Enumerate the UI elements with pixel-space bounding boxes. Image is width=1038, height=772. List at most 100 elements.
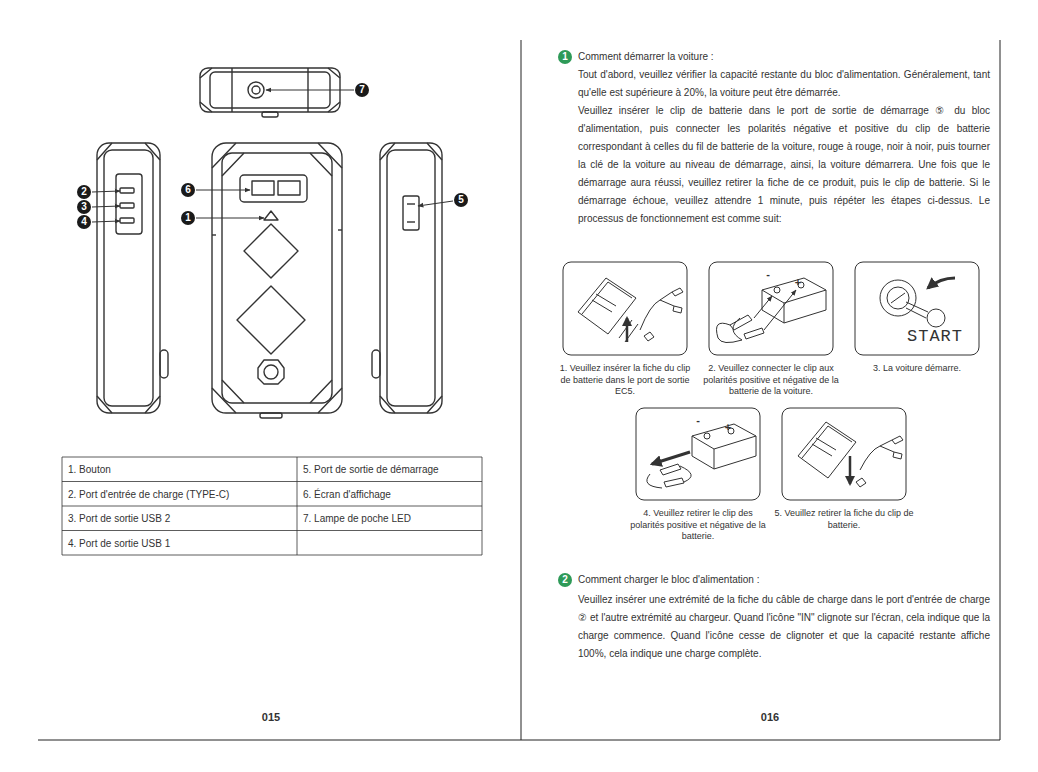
page-rules-part <box>1000 40 1001 740</box>
device-front-view-part <box>212 143 342 413</box>
device-left-side-part <box>116 174 142 234</box>
step5-illustration-part <box>849 456 852 484</box>
table-cell: 4. Port de sortie USB 1 <box>68 537 293 551</box>
polarity-sign: - <box>693 413 703 428</box>
ignition-text: START <box>895 326 975 349</box>
step-panels-part <box>563 262 687 355</box>
leader-lines-part <box>196 190 250 191</box>
step-caption: 5. Veuillez retirer la fiche du clip de … <box>774 508 914 531</box>
device-front-view-part <box>278 181 300 195</box>
parts-table <box>62 457 482 555</box>
table-cell: 6. Écran d'affichage <box>303 488 479 502</box>
leader-lines-part <box>418 201 453 206</box>
step1-illustration-part <box>672 288 683 313</box>
callout-number: 2 <box>77 185 91 199</box>
step2-illustration-part <box>762 290 826 323</box>
section-heading: Comment charger le bloc d'alimentation : <box>578 573 978 587</box>
device-front-view-part <box>237 286 305 354</box>
device-right-side <box>372 143 442 413</box>
leader-lines-part <box>196 218 264 219</box>
leader-lines <box>92 90 453 222</box>
step2-illustration <box>717 278 827 343</box>
device-right-side-part <box>380 143 442 413</box>
step1-illustration-part <box>644 332 654 341</box>
step3-illustration-part <box>928 278 955 288</box>
number-text: 1 <box>185 213 191 223</box>
polarity-sign: + <box>722 420 734 435</box>
step4-illustration-part <box>680 466 691 482</box>
device-top-view <box>200 68 340 117</box>
step-caption: 3. La voiture démarre. <box>847 363 987 375</box>
device-left-side-part <box>120 203 134 208</box>
step-number: 2 <box>558 573 572 587</box>
device-left-side <box>97 143 168 413</box>
step5-illustration <box>798 422 903 487</box>
callout-number: 4 <box>77 215 91 229</box>
device-front-view-part <box>252 181 274 195</box>
device-top-view-part <box>252 86 260 94</box>
step4-illustration-part <box>652 452 690 464</box>
step5-illustration-part <box>892 436 903 459</box>
step-caption: 1. Veuillez insérer la fiche du clip de … <box>555 363 695 398</box>
parts-table-part <box>62 506 482 507</box>
step3-illustration-part <box>891 293 905 303</box>
device-front-view-part <box>212 234 216 235</box>
step3-illustration <box>880 278 955 327</box>
polarity-sign: - <box>763 267 773 282</box>
step-caption: 4. Veuillez retirer le clip des polarité… <box>626 508 770 543</box>
parts-table-part <box>62 481 482 482</box>
polarity-sign: + <box>792 275 804 290</box>
parts-table-part <box>62 457 482 555</box>
device-right-side-part <box>387 150 435 406</box>
device-front-view-part <box>264 365 278 379</box>
number-text: 4 <box>81 217 87 227</box>
step-panels-part <box>636 408 760 500</box>
step2-illustration-part <box>764 290 796 330</box>
step-panels-part <box>782 408 906 500</box>
table-cell: 1. Bouton <box>68 463 293 477</box>
page-number: 015 <box>246 710 296 725</box>
step5-illustration-part <box>798 422 856 478</box>
leader-lines-part <box>92 221 120 222</box>
callout-number: 5 <box>454 193 468 207</box>
callout-number: 7 <box>355 83 369 97</box>
page-rules <box>38 40 1000 740</box>
table-cell: 2. Port d'entrée de charge (TYPE-C) <box>68 488 293 502</box>
page-rules-part <box>521 40 522 740</box>
table-cell: 7. Lampe de poche LED <box>303 512 479 526</box>
step1-illustration-part <box>626 318 629 342</box>
step5-illustration-part <box>802 426 852 458</box>
step1-illustration-part <box>619 320 638 342</box>
parts-table-part <box>297 457 298 555</box>
device-right-side-part <box>407 203 415 204</box>
step-number: 1 <box>558 50 572 64</box>
step4-illustration-part <box>704 433 710 439</box>
step5-illustration-part <box>860 440 894 470</box>
step4-illustration-part <box>660 464 684 487</box>
device-top-view-part <box>231 68 232 112</box>
device-right-side-part <box>380 143 442 413</box>
device-left-side-part <box>120 218 134 223</box>
device-front-view-part <box>244 224 298 278</box>
step-panels-part <box>855 262 979 355</box>
step-caption: 2. Veuillez connecter le clip aux polari… <box>699 363 843 398</box>
step1-illustration <box>578 278 683 342</box>
step3-illustration-part <box>927 309 945 327</box>
step5-illustration-part <box>812 438 836 456</box>
leader-lines-part <box>92 191 120 192</box>
device-left-side-part <box>160 350 168 378</box>
page-rules-part <box>38 740 1000 741</box>
number-text: 5 <box>458 195 464 205</box>
step4-illustration-part <box>647 474 662 488</box>
step2-illustration-part <box>730 315 764 340</box>
device-left-side-part <box>97 143 160 413</box>
step5-illustration-part <box>856 478 866 487</box>
step1-illustration-part <box>582 282 632 314</box>
device-right-side-part <box>403 196 419 230</box>
step2-illustration-part <box>717 323 743 342</box>
device-front-view-part <box>260 413 282 418</box>
step1-illustration-part <box>592 294 616 312</box>
device-top-view-part <box>262 112 278 117</box>
step4-illustration <box>647 424 756 488</box>
